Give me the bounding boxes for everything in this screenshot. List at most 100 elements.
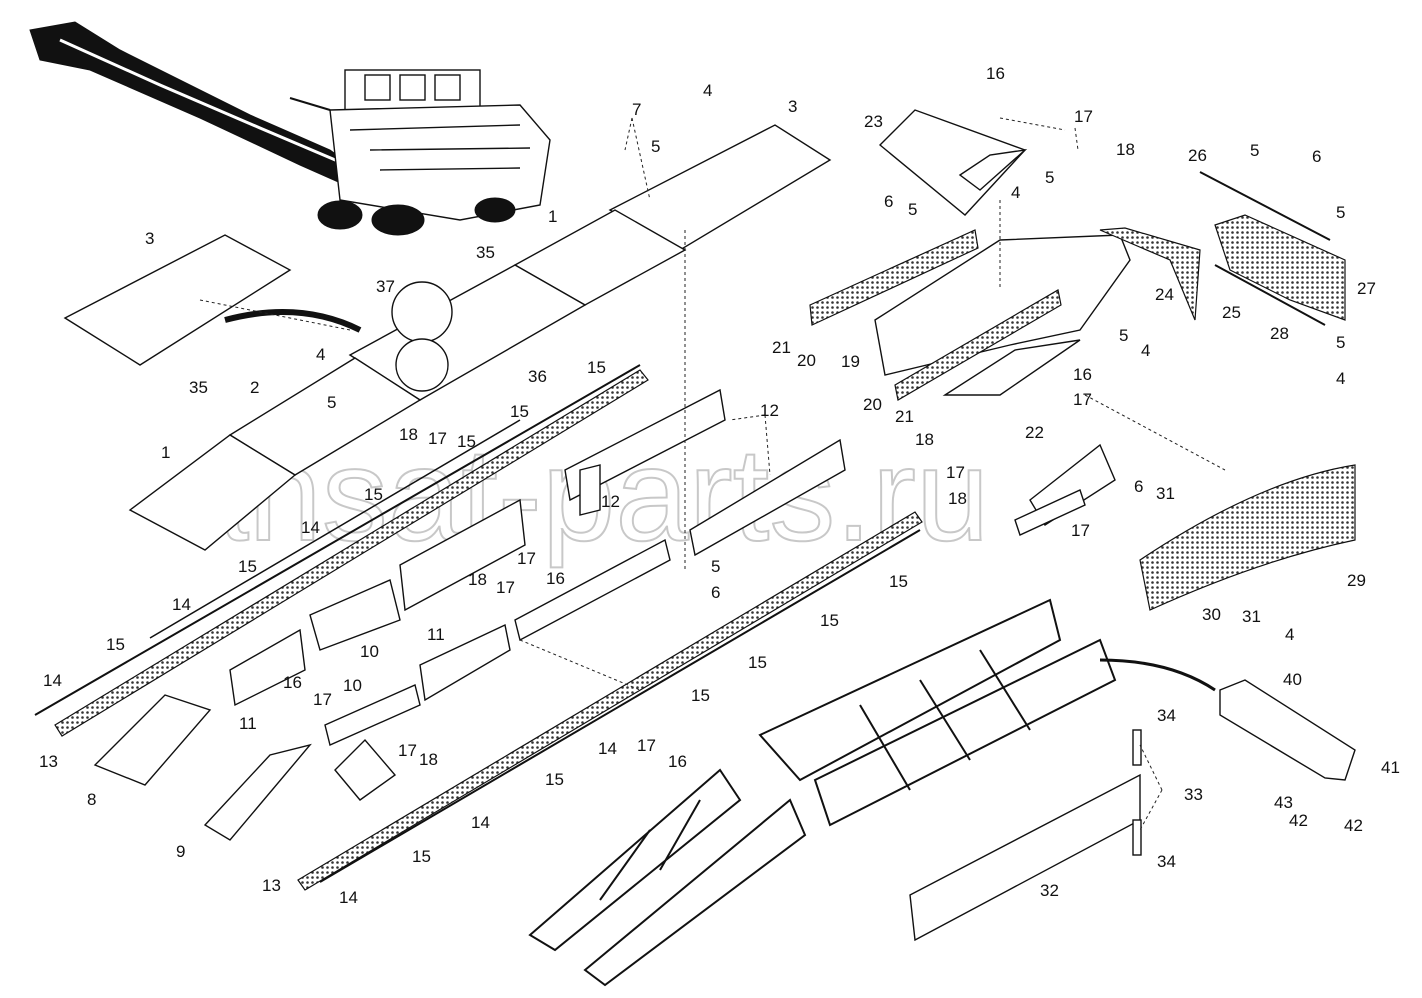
callout-5: 5 [651,137,660,156]
callout-19: 19 [841,352,860,371]
callout-24: 24 [1155,285,1174,304]
callout-16: 16 [546,569,565,588]
callout-18: 18 [399,425,418,444]
callout-34: 34 [1157,706,1176,725]
callout-21: 21 [772,338,791,357]
callout-4: 4 [1141,341,1150,360]
callout-15: 15 [889,572,908,591]
callout-33: 33 [1184,785,1203,804]
callout-15: 15 [238,557,257,576]
callouts: 3 4 5 7 3 1 35 37 36 4 35 2 5 1 15 15 15… [39,64,1400,907]
cover-panel-1-bottom [128,434,297,551]
callout-13: 13 [39,752,58,771]
callout-18: 18 [419,750,438,769]
callout-9: 9 [176,842,185,861]
callout-42: 42 [1289,811,1308,830]
callout-15: 15 [545,770,564,789]
callout-15: 15 [364,485,383,504]
callout-16: 16 [1073,365,1092,384]
callout-15: 15 [457,432,476,451]
callout-18: 18 [1116,140,1135,159]
mesh-panel-27 [1214,214,1346,321]
callout-12: 12 [601,492,620,511]
callout-3: 3 [145,229,154,248]
callout-37: 37 [376,277,395,296]
callout-20: 20 [863,395,882,414]
callout-1: 1 [548,207,557,226]
callout-42: 42 [1344,816,1363,835]
callout-6: 6 [711,583,720,602]
callout-5: 5 [711,557,720,576]
callout-14: 14 [43,671,62,690]
callout-3: 3 [788,97,797,116]
callout-14: 14 [339,888,358,907]
callout-17: 17 [428,429,447,448]
mesh-panel-24 [1099,227,1201,321]
callout-10: 10 [343,676,362,695]
callout-15: 15 [587,358,606,377]
callout-14: 14 [471,813,490,832]
callout-4: 4 [1336,369,1345,388]
callout-20: 20 [797,351,816,370]
tray-19 [874,234,1131,376]
callout-43: 43 [1274,793,1293,812]
callout-36: 36 [528,367,547,386]
right-top-assembly [809,109,1346,401]
callout-2: 2 [250,378,259,397]
cover-panel-3-left [63,234,292,366]
callout-5: 5 [327,393,336,412]
callout-11: 11 [427,625,445,644]
callout-15: 15 [691,686,710,705]
callout-21: 21 [895,407,914,426]
callout-6: 6 [884,192,893,211]
callout-34: 34 [1157,852,1176,871]
callout-17: 17 [1074,107,1093,126]
callout-17: 17 [398,741,417,760]
callout-17: 17 [313,690,332,709]
callout-35: 35 [476,243,495,262]
callout-14: 14 [598,739,617,758]
mesh-panel-20-lower [894,289,1062,401]
callout-15: 15 [510,402,529,421]
frame-lower [528,768,742,952]
plate-32 [909,773,1141,942]
callout-5: 5 [1119,326,1128,345]
callout-7: 7 [632,100,641,119]
callout-1: 1 [161,443,170,462]
callout-29: 29 [1347,571,1366,590]
callout-10: 10 [360,642,379,661]
callout-14: 14 [301,518,320,537]
callout-16: 16 [283,673,302,692]
callout-5: 5 [1045,168,1054,187]
callout-18: 18 [468,570,487,589]
mesh-strip-13-lower [297,511,923,891]
callout-17: 17 [637,736,656,755]
mesh-strip-13-upper [54,369,649,737]
callout-4: 4 [703,81,712,100]
frame-upper [758,598,1062,782]
callout-4: 4 [1285,625,1294,644]
side-rails [34,364,923,891]
top-cover-panels [63,124,832,551]
callout-12: 12 [760,401,779,420]
callout-5: 5 [1336,203,1345,222]
callout-8: 8 [87,790,96,809]
callout-17: 17 [1073,390,1092,409]
callout-27: 27 [1357,279,1376,298]
curved-mesh-assembly [1014,443,1356,611]
callout-11: 11 [239,714,257,733]
callout-17: 17 [1071,521,1090,540]
callout-5: 5 [1336,333,1345,352]
callout-32: 32 [1040,881,1059,900]
middle-brackets [93,388,846,841]
mesh-panel-29 [1139,464,1356,611]
callout-15: 15 [820,611,839,630]
callout-31: 31 [1242,607,1261,626]
callout-31: 31 [1156,484,1175,503]
callout-23: 23 [864,112,883,131]
callout-15: 15 [412,847,431,866]
callout-40: 40 [1283,670,1302,689]
beam-and-plates [909,679,1356,942]
callout-6: 6 [1134,477,1143,496]
